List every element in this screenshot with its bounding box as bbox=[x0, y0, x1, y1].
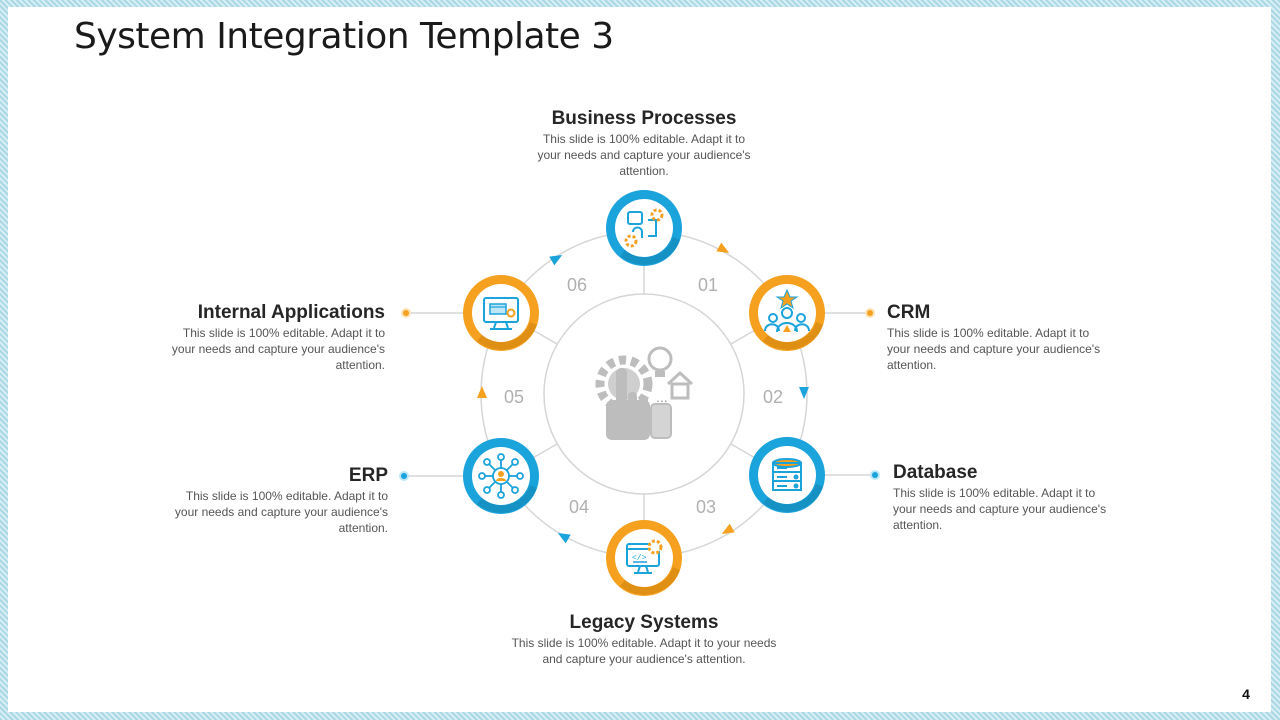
item-internal-applications: Internal Applications This slide is 100%… bbox=[170, 302, 385, 373]
process-gears-icon bbox=[624, 208, 664, 248]
item-database: Database This slide is 100% editable. Ad… bbox=[893, 462, 1108, 533]
database-server-icon bbox=[772, 458, 802, 491]
connector-dots bbox=[399, 308, 880, 481]
arrow-icon bbox=[549, 255, 563, 266]
node-business-processes bbox=[606, 190, 682, 266]
svg-text:...: ... bbox=[656, 389, 668, 405]
monitor-app-icon bbox=[483, 297, 519, 330]
node-database bbox=[749, 437, 825, 513]
slide-title: System Integration Template 3 bbox=[74, 16, 614, 57]
item-erp: ERP This slide is 100% editable. Adapt i… bbox=[173, 465, 388, 536]
item-business-processes: Business Processes This slide is 100% ed… bbox=[524, 108, 764, 179]
team-star-icon bbox=[764, 288, 810, 333]
svg-text:</>: </> bbox=[632, 554, 647, 563]
inner-ring bbox=[543, 293, 745, 495]
step-number: 01 bbox=[698, 275, 718, 295]
step-number: 02 bbox=[763, 387, 783, 407]
page-number: 4 bbox=[1242, 686, 1250, 702]
node-erp bbox=[463, 438, 539, 514]
step-number: 06 bbox=[567, 275, 587, 295]
item-label: Legacy Systems bbox=[569, 612, 719, 633]
item-description: This slide is 100% editable. Adapt it to… bbox=[171, 326, 385, 372]
item-label: Internal Applications bbox=[197, 302, 385, 323]
node-crm bbox=[749, 275, 825, 351]
label-connectors bbox=[404, 312, 875, 477]
item-label: Database bbox=[893, 462, 978, 483]
hand-gear-bulb-icon: ... bbox=[595, 346, 694, 440]
node-internal-applications bbox=[463, 275, 539, 351]
step-number: 05 bbox=[504, 387, 524, 407]
arrow-icon bbox=[557, 533, 571, 544]
arrow-icon bbox=[721, 523, 735, 534]
item-label: ERP bbox=[348, 465, 388, 486]
arrow-icon bbox=[477, 386, 487, 398]
item-crm: CRM This slide is 100% editable. Adapt i… bbox=[887, 302, 1102, 373]
direction-arrows bbox=[477, 242, 809, 544]
network-user-icon bbox=[478, 453, 524, 499]
item-label: CRM bbox=[887, 302, 931, 323]
item-legacy-systems: Legacy Systems This slide is 100% editab… bbox=[494, 612, 794, 667]
step-number: 03 bbox=[696, 497, 716, 517]
item-description: This slide is 100% editable. Adapt it to… bbox=[511, 636, 777, 666]
arrow-icon bbox=[799, 387, 809, 399]
item-description: This slide is 100% editable. Adapt it to… bbox=[893, 486, 1107, 532]
arrow-icon bbox=[716, 242, 730, 253]
monitor-code-gear-icon: </> bbox=[626, 539, 663, 574]
item-description: This slide is 100% editable. Adapt it to… bbox=[537, 132, 751, 178]
step-number: 04 bbox=[569, 497, 589, 517]
node-legacy-systems: </> bbox=[606, 520, 682, 596]
item-description: This slide is 100% editable. Adapt it to… bbox=[887, 326, 1101, 372]
item-label: Business Processes bbox=[551, 108, 737, 129]
item-description: This slide is 100% editable. Adapt it to… bbox=[174, 489, 388, 535]
